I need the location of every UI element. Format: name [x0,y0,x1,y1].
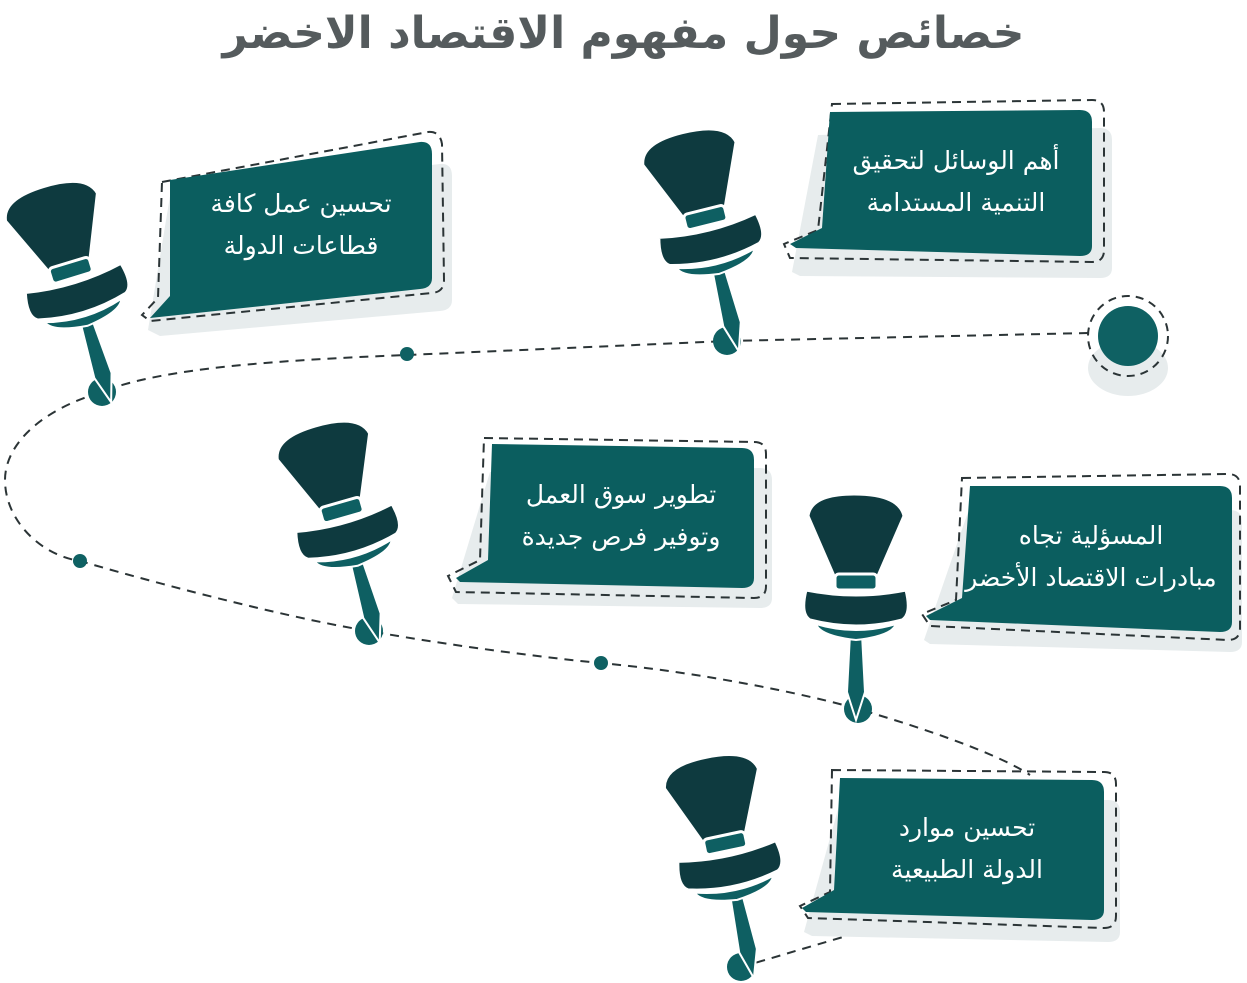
dashed-path [3,332,1089,776]
card-state-sectors-box [140,130,452,336]
path-dot [73,554,87,568]
pushpin-icon [631,118,792,366]
pushpin-icon [654,744,807,983]
start-node [1087,295,1169,396]
card-labor-market-box [446,436,772,608]
path-dot [400,347,414,361]
page-title: خصائص حول مفهوم الاقتصاد الاخضر [222,8,1025,59]
pushpin-icon [265,409,432,659]
pushpin-icon [802,492,910,722]
card-natural-resources-box [798,768,1120,942]
card-sustainable-development-box [782,98,1112,278]
path-dot [594,656,608,670]
card-responsibility-box [920,472,1242,652]
